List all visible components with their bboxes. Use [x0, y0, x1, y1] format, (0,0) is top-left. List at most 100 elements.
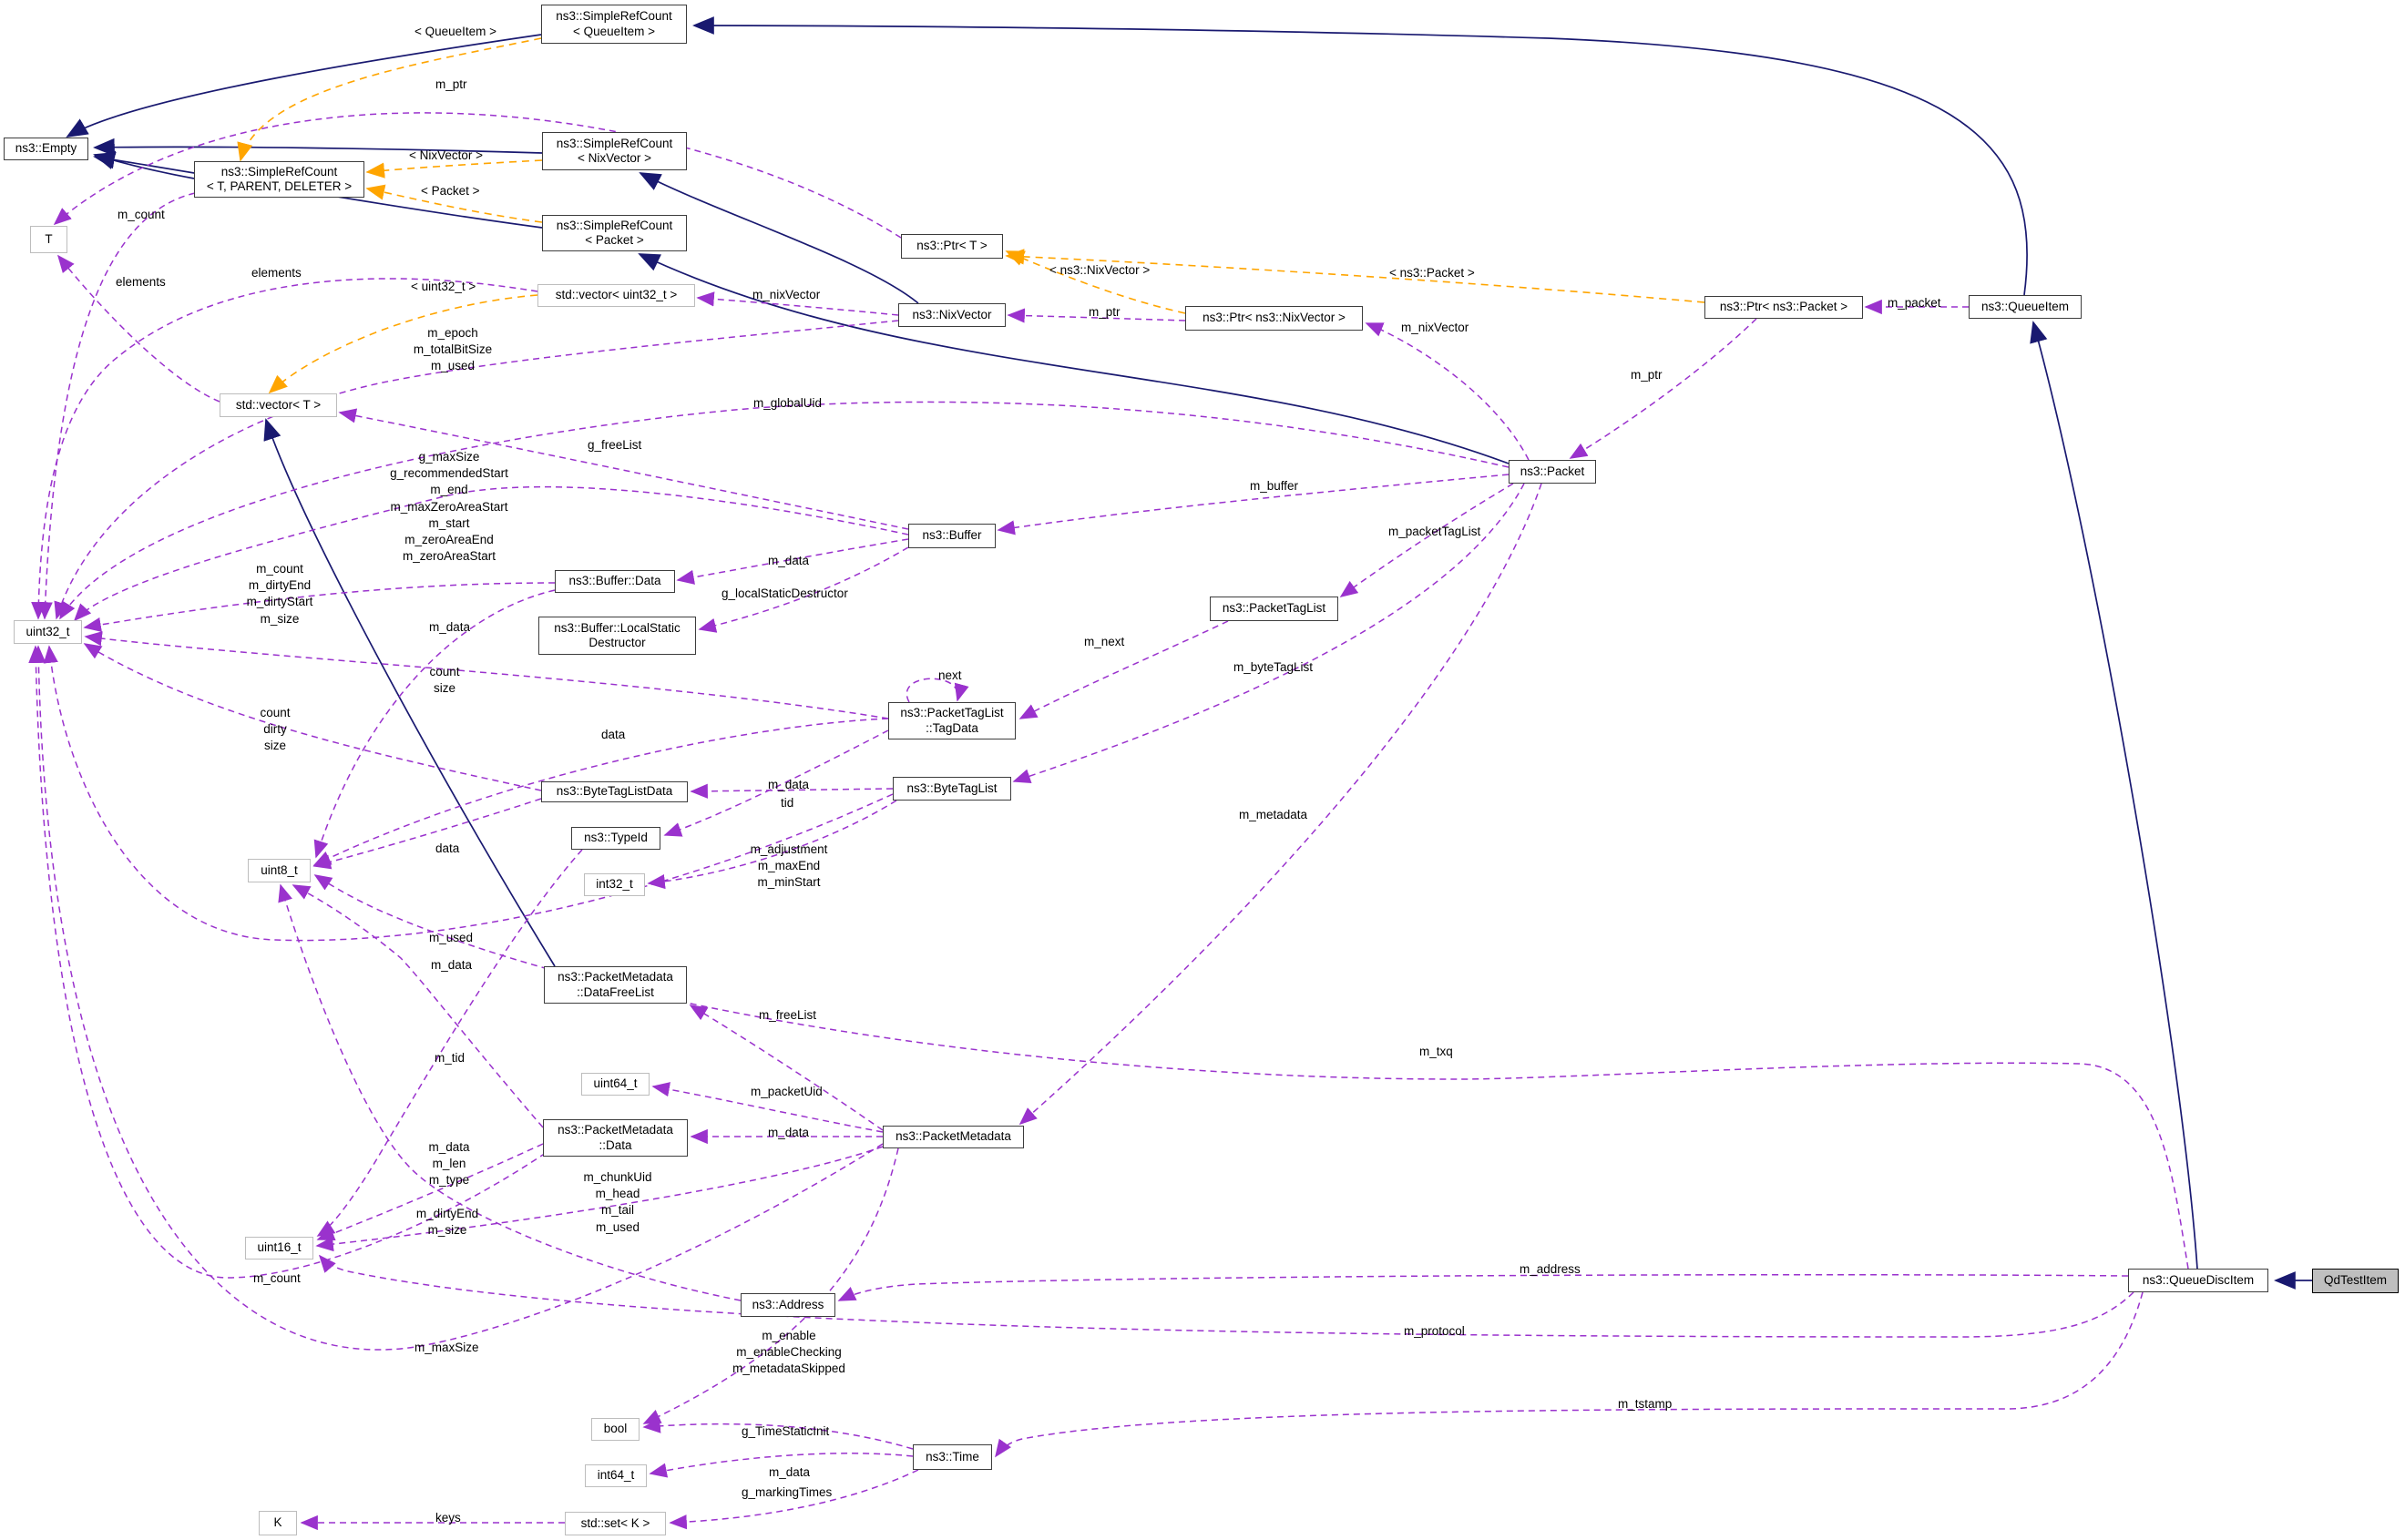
- edge-use-src-tpd-uint32: [37, 192, 196, 620]
- node-queuediscitem[interactable]: ns3::QueueDiscItem: [2128, 1269, 2268, 1292]
- edge-label-g-timestaticinit: g_TimeStaticInit: [742, 1424, 830, 1438]
- edge-label-elements-u32: elements: [251, 266, 302, 280]
- edge-label-m-data-buf: m_data: [768, 554, 810, 567]
- node-ptr-t[interactable]: ns3::Ptr< T >: [901, 234, 1003, 259]
- node-src-tpd[interactable]: ns3::SimpleRefCount < T, PARENT, DELETER…: [194, 161, 364, 198]
- edge-use-time-int64: [649, 1453, 914, 1478]
- edge-label-m-data-btl: m_data: [768, 778, 810, 791]
- node-buffer-data[interactable]: ns3::Buffer::Data: [555, 570, 675, 593]
- node-ptr-nixvector[interactable]: ns3::Ptr< ns3::NixVector >: [1185, 306, 1363, 331]
- edge-inherit-datafreelist-vector-t: [263, 418, 556, 967]
- edge-use-nixvector-vector-uint32: [696, 291, 899, 316]
- edge-label-btl-members: m_adjustment m_maxEnd m_minStart: [750, 842, 828, 890]
- node-src-nixvector[interactable]: ns3::SimpleRefCount < NixVector >: [542, 132, 687, 170]
- node-typeid[interactable]: ns3::TypeId: [571, 827, 660, 850]
- edge-use-buffer-buffer-lsd: [698, 546, 909, 633]
- edge-use-tagdata-uint8: [312, 718, 889, 866]
- edge-inherit-nixvector-src-nixvector: [639, 172, 919, 304]
- edge-inherit-src-nixvector-empty: [93, 138, 543, 157]
- edge-label-keys: keys: [435, 1511, 461, 1525]
- edge-use-packet-packetmetadata: [1018, 483, 1542, 1126]
- node-uint32: uint32_t: [14, 620, 82, 644]
- edge-use-buffer-buffer-data: [676, 538, 909, 585]
- edge-use-packet-bytetaglist: [1012, 483, 1525, 784]
- node-bytetaglistdata[interactable]: ns3::ByteTagListData: [541, 781, 688, 802]
- edge-label-m-protocol: m_protocol: [1404, 1324, 1465, 1338]
- edge-label-next: next: [938, 668, 962, 682]
- node-src-packet[interactable]: ns3::SimpleRefCount < Packet >: [542, 215, 687, 251]
- node-src-queueitem[interactable]: ns3::SimpleRefCount < QueueItem >: [541, 5, 687, 44]
- edge-use-queuediscitem-address: [837, 1273, 2129, 1301]
- node-packettaglist[interactable]: ns3::PacketTagList: [1210, 597, 1338, 621]
- edge-label-m-globaluid: m_globalUid: [753, 396, 823, 410]
- node-empty[interactable]: ns3::Empty: [4, 138, 88, 160]
- edge-inherit-src-tpd-empty: [93, 151, 195, 179]
- edge-tmpl-src-queueitem-src-tpd: [237, 37, 542, 162]
- edge-label-g-markingtimes: g_markingTimes: [742, 1485, 833, 1499]
- node-t: T: [30, 226, 67, 253]
- node-vector-uint32: std::vector< uint32_t >: [537, 284, 695, 307]
- node-bytetaglist[interactable]: ns3::ByteTagList: [893, 777, 1011, 801]
- edge-use-packetmetadata-uint32-maxsize: [31, 645, 884, 1351]
- edge-label-tmpl-ns3packet: < ns3::Packet >: [1389, 266, 1475, 280]
- edge-label-m-data-bufdata: m_data: [429, 620, 471, 634]
- node-nixvector[interactable]: ns3::NixVector: [898, 303, 1006, 327]
- edge-label-pm-members: m_chunkUid m_head m_tail m_used: [583, 1170, 652, 1234]
- edge-label-tmpl-uint32: < uint32_t >: [411, 280, 476, 293]
- edge-label-g-localstaticdestructor: g_localStaticDestructor: [722, 586, 848, 600]
- edge-use-buffer-uint32: [73, 485, 909, 622]
- edge-use-vector-uint32-uint32: [31, 278, 538, 620]
- edge-label-m-tstamp: m_tstamp: [1618, 1397, 1673, 1411]
- edge-use-bytetaglistdata-uint32: [83, 643, 542, 791]
- edge-use-buffer-data-uint8: [313, 589, 556, 859]
- edge-label-m-count-src: m_count: [118, 208, 165, 221]
- edge-label-m-metadata: m_metadata: [1239, 808, 1308, 821]
- node-tagdata[interactable]: ns3::PacketTagList ::TagData: [888, 702, 1016, 739]
- edge-label-m-nixvector-l: m_nixVector: [752, 288, 821, 301]
- edge-use-ptr-packet-packet: [1569, 318, 1757, 459]
- node-address[interactable]: ns3::Address: [741, 1293, 835, 1317]
- edge-label-tmpl-queueitem: < QueueItem >: [414, 25, 497, 38]
- edge-label-bufdata-members: m_count m_dirtyEnd m_dirtyStart m_size: [246, 562, 313, 626]
- edge-use-bytetaglistdata-uint8: [312, 798, 542, 870]
- node-packetmetadata[interactable]: ns3::PacketMetadata: [883, 1126, 1024, 1148]
- edge-label-data-btld: data: [435, 841, 460, 855]
- node-pm-data[interactable]: ns3::PacketMetadata ::Data: [543, 1119, 688, 1157]
- node-uint16: uint16_t: [245, 1237, 313, 1260]
- node-ptr-packet[interactable]: ns3::Ptr< ns3::Packet >: [1704, 296, 1863, 319]
- edge-use-ptr-t-t: [53, 112, 902, 239]
- node-k: K: [259, 1511, 297, 1535]
- edge-label-m-ptr-nix: m_ptr: [1089, 305, 1121, 319]
- node-vector-t: std::vector< T >: [220, 393, 337, 417]
- node-datafreelist[interactable]: ns3::PacketMetadata ::DataFreeList: [544, 966, 687, 1004]
- node-bool: bool: [591, 1418, 640, 1441]
- edge-label-m-ptr-t: m_ptr: [435, 77, 467, 91]
- edge-use-packet-ptr-nixvector: [1365, 322, 1530, 461]
- node-int64: int64_t: [585, 1464, 647, 1487]
- edge-use-packet-uint32: [59, 401, 1510, 620]
- node-queueitem[interactable]: ns3::QueueItem: [1969, 295, 2082, 319]
- edge-label-m-maxsize: m_maxSize: [414, 1341, 479, 1354]
- node-uint8: uint8_t: [248, 859, 311, 882]
- edge-use-time-bool: [642, 1418, 914, 1450]
- node-time[interactable]: ns3::Time: [913, 1444, 992, 1470]
- edge-use-queuediscitem-uint16: [318, 1254, 2134, 1338]
- edge-label-m-freelist: m_freeList: [759, 1008, 817, 1022]
- edge-label-m-next: m_next: [1084, 635, 1125, 648]
- edge-use-packetmetadata-uint16: [315, 1146, 884, 1252]
- edge-tmpl-src-nixvector-src-tpd: [365, 159, 543, 178]
- node-packet[interactable]: ns3::Packet: [1509, 460, 1596, 484]
- edge-label-elements-t: elements: [116, 275, 166, 289]
- edge-label-m-address: m_address: [1520, 1262, 1581, 1276]
- edge-use-packet-packettaglist: [1339, 483, 1514, 597]
- edge-label-nix-members: m_epoch m_totalBitSize m_used: [413, 326, 493, 373]
- node-buffer[interactable]: ns3::Buffer: [908, 524, 996, 548]
- edge-tmpl-src-packet-src-tpd: [365, 184, 543, 223]
- node-buffer-lsd[interactable]: ns3::Buffer::LocalStatic Destructor: [538, 617, 696, 655]
- edge-label-m-data-pm: m_data: [768, 1126, 810, 1139]
- node-qdtestitem: QdTestItem: [2312, 1269, 2399, 1293]
- edge-label-m-bytetaglist: m_byteTagList: [1233, 660, 1314, 674]
- edge-label-m-packet: m_packet: [1888, 296, 1941, 310]
- edge-label-m-data-time: m_data: [769, 1465, 811, 1479]
